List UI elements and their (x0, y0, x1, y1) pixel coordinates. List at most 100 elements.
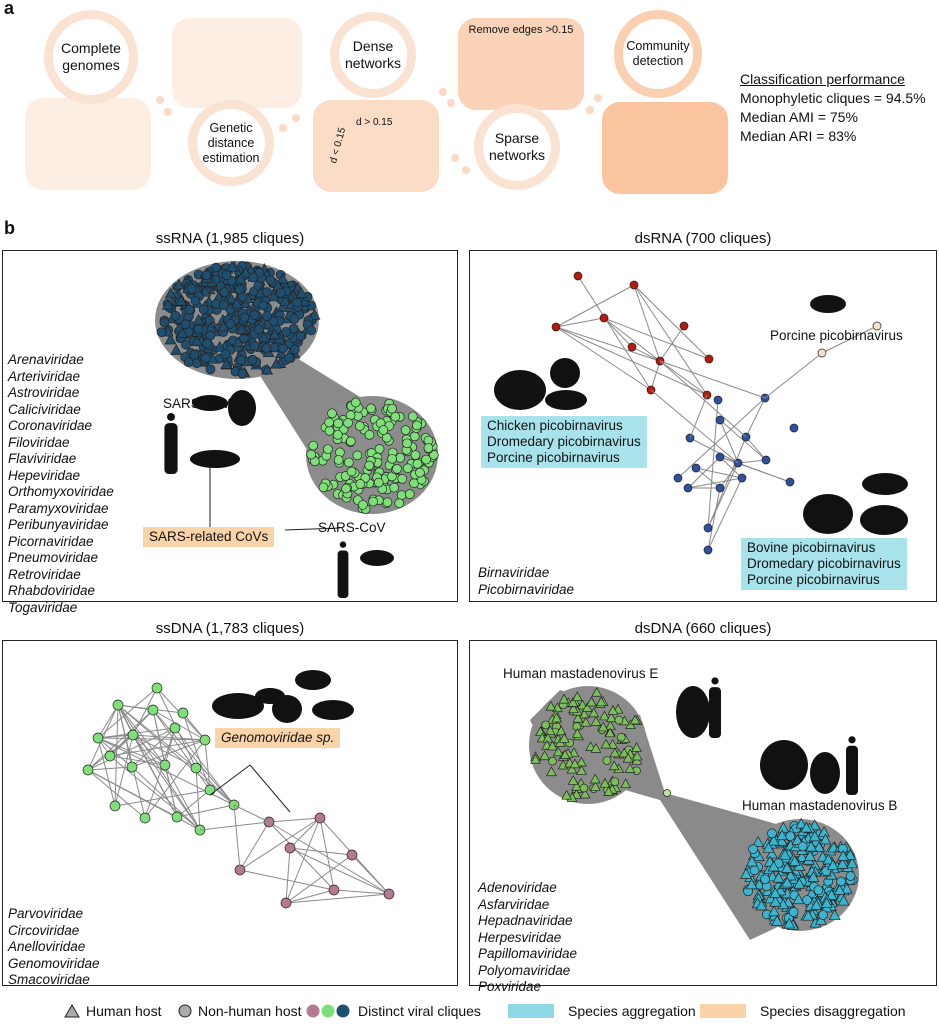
edge (633, 284, 710, 360)
edge (319, 817, 335, 891)
nonhuman-host-node (249, 310, 260, 320)
nonhuman-host-node (284, 842, 296, 854)
human-host-node (586, 696, 597, 707)
nonhuman-host-node (346, 849, 358, 861)
edge (695, 467, 721, 489)
human-host-node (175, 294, 188, 306)
nonhuman-host-node (748, 844, 758, 854)
human-host-node (762, 841, 775, 853)
nonhuman-host-node (247, 354, 258, 365)
human-host-node (805, 840, 818, 852)
nonhuman-host-node (423, 443, 434, 453)
edge (195, 767, 235, 806)
nonhuman-host-node (389, 482, 399, 493)
human-host-node (192, 313, 205, 325)
family-name: Genomoviridae (8, 955, 100, 971)
step-dense-networks: Dense networks (330, 12, 416, 98)
performance-block: Classification performance Monophyletic … (740, 70, 926, 146)
family-name: Togaviridae (8, 599, 78, 615)
nonhuman-host-node (221, 270, 232, 280)
edge (289, 847, 353, 856)
edge (285, 893, 390, 904)
human-host-node (308, 308, 321, 320)
edge (233, 804, 270, 823)
nonhuman-host-node (402, 438, 412, 449)
edge (233, 804, 241, 871)
edge (164, 764, 201, 831)
edge (719, 419, 739, 464)
legend-cliques: Distinct viral cliques (306, 1003, 481, 1019)
human-host-node (792, 893, 805, 905)
nonhuman-host-node (281, 326, 291, 337)
family-name: Retroviridae (8, 566, 81, 582)
human-host-node (605, 712, 617, 723)
nonhuman-host-node (225, 319, 236, 329)
family-name: Arenaviridae (8, 352, 84, 367)
nonhuman-host-node (343, 457, 354, 468)
chicken-silhouette-icon (550, 358, 580, 388)
nonhuman-host-node (104, 750, 116, 762)
human-host-node (230, 297, 243, 309)
nonhuman-host-node (573, 271, 583, 281)
human-host-node (795, 817, 808, 829)
nonhuman-host-node (400, 425, 411, 435)
nonhuman-host-node (789, 423, 799, 433)
human-host-node (213, 340, 226, 352)
nonhuman-host-node (387, 453, 397, 464)
nonhuman-host-node (183, 357, 194, 367)
human-host-node (547, 740, 558, 751)
human-host-node (609, 747, 621, 758)
nonhuman-host-node (332, 429, 343, 440)
edge (97, 737, 166, 766)
edge (114, 789, 211, 807)
edge (745, 397, 766, 438)
family-name: Herpesviridae (478, 929, 562, 945)
human-host-node (268, 328, 281, 340)
nonhuman-host-node (373, 477, 384, 488)
cliques-dots-icon (306, 1004, 350, 1018)
nonhuman-host-node (258, 300, 269, 311)
human-host-node (232, 336, 245, 348)
human-host-node (579, 788, 591, 799)
nonhuman-host-node (218, 300, 229, 310)
human-host-node (176, 327, 189, 338)
dsrna-title: dsRNA (700 cliques) (634, 230, 772, 247)
triangle-icon (64, 1004, 80, 1018)
dense-card (313, 100, 439, 192)
nonhuman-host-node (767, 828, 777, 839)
edge (707, 462, 739, 529)
virus-name: Chicken picobirnavirus (487, 418, 623, 433)
human-host-node (239, 266, 252, 278)
nonhuman-host-node (202, 338, 213, 349)
edge (174, 727, 235, 806)
nonhuman-host-node (190, 295, 201, 306)
performance-line: Monophyletic cliques = 94.5% (740, 90, 926, 106)
nonhuman-host-node (713, 395, 723, 405)
human-silhouette-icon (164, 423, 178, 474)
nonhuman-host-node (151, 682, 163, 694)
edge (555, 326, 661, 362)
community-card (602, 102, 728, 194)
family-name: Hepeviridae (8, 467, 81, 483)
nonhuman-host-node (599, 313, 609, 323)
virus-name: Dromedary picobirnavirus (747, 556, 901, 571)
human-host-node (822, 853, 835, 865)
nonhuman-host-node (170, 310, 181, 321)
ferret-silhouette-icon (190, 450, 240, 468)
edge (737, 462, 791, 483)
human-host-node (827, 859, 840, 870)
edge (689, 437, 739, 464)
edge (132, 734, 178, 818)
human-host-node (607, 704, 619, 715)
edge (268, 821, 390, 895)
edge-label-greater: d > 0.15 (356, 117, 393, 128)
human-host-node (837, 849, 850, 861)
human-host-node (795, 850, 808, 862)
nonhuman-host-node (127, 729, 139, 741)
nonhuman-host-node (407, 411, 418, 422)
human-host-node (629, 714, 641, 725)
connector-dot (594, 94, 602, 102)
